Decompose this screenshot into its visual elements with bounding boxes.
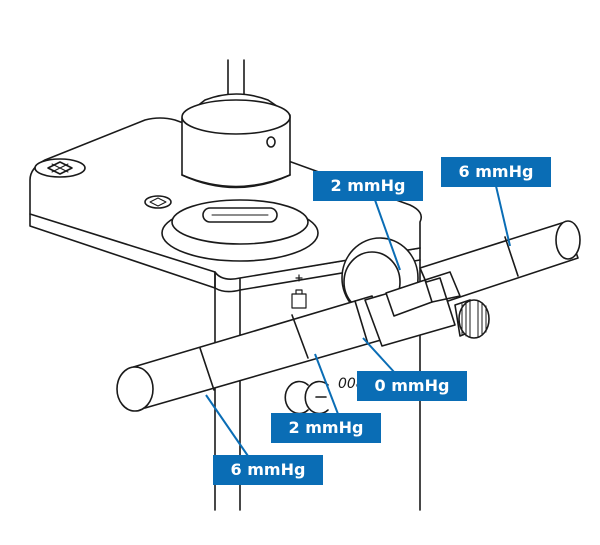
leader-mid-2 — [314, 353, 339, 415]
leader-lines — [205, 185, 511, 457]
label-mid-2-mmhg: 2 mmHg — [271, 413, 381, 443]
round-cap — [161, 199, 319, 262]
ce-mark-icon — [284, 380, 329, 415]
screw-left-icon — [34, 158, 86, 178]
rod-left — [116, 295, 389, 412]
leader-mid-0 — [362, 337, 396, 374]
leader-top-6 — [495, 185, 511, 247]
screw-middle-icon — [144, 195, 172, 209]
leader-top-2 — [374, 199, 401, 271]
connector-symbol-icon — [291, 274, 307, 309]
label-top-6-mmhg: 6 mmHg — [441, 157, 551, 187]
label-0-mmhg: 0 mmHg — [357, 371, 467, 401]
label-bottom-6-mmhg: 6 mmHg — [213, 455, 323, 485]
sensor-cylinder — [181, 59, 291, 189]
leader-bot-6 — [205, 394, 249, 457]
label-top-2-mmhg: 2 mmHg — [313, 171, 423, 201]
thumb-screw-icon — [454, 299, 490, 339]
clamp-block — [364, 271, 461, 347]
